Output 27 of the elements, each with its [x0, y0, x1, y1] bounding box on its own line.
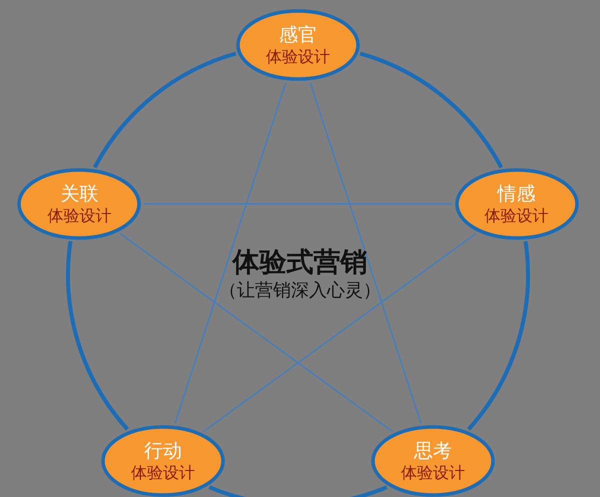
- ellipse-node: [236, 9, 360, 81]
- node-title: 情感: [498, 182, 536, 206]
- ellipse-node: [454, 168, 579, 240]
- node-title: 关联: [60, 182, 98, 206]
- ellipse-node: [17, 168, 142, 240]
- circle-arc: [208, 485, 388, 497]
- node-subtitle: 体验设计: [47, 206, 112, 226]
- star-line: [120, 232, 393, 432]
- node-title: 感官: [279, 23, 317, 47]
- circle-arc: [467, 241, 530, 431]
- ellipse-node: [100, 425, 225, 497]
- star-line: [144, 203, 452, 205]
- node-subtitle: 体验设计: [266, 47, 330, 67]
- circle-arc: [66, 241, 129, 431]
- node-subtitle: 体验设计: [401, 463, 466, 484]
- star-line: [203, 232, 476, 432]
- center-subtitle: （让营销深入心灵）: [219, 280, 381, 301]
- ellipse-node: [371, 425, 496, 497]
- star-line: [310, 82, 422, 424]
- circle-arc: [359, 52, 504, 168]
- circle-arc: [92, 52, 237, 168]
- node-subtitle: 体验设计: [484, 206, 549, 226]
- node-subtitle: 体验设计: [130, 463, 195, 484]
- node-title: 思考: [414, 439, 452, 464]
- star-line: [174, 82, 286, 424]
- node-title: 行动: [144, 439, 182, 464]
- center-title: 体验式营销: [232, 247, 368, 278]
